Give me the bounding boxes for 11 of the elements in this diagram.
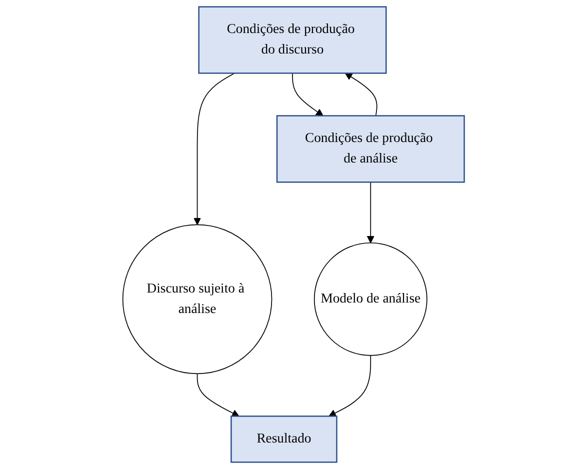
node-box: Resultado xyxy=(230,416,338,463)
arrow xyxy=(366,182,374,244)
node-box: Condições de produção de análise xyxy=(276,115,465,183)
node-box: Condições de produção do discurso xyxy=(198,6,387,74)
node-circle: Modelo de análise xyxy=(314,242,428,356)
arrow xyxy=(292,72,324,116)
arrow xyxy=(328,355,372,417)
arrow xyxy=(194,72,235,226)
arrow xyxy=(196,373,240,417)
node-circle: Discurso sujeito à análise xyxy=(122,224,272,374)
arrow xyxy=(344,72,378,116)
